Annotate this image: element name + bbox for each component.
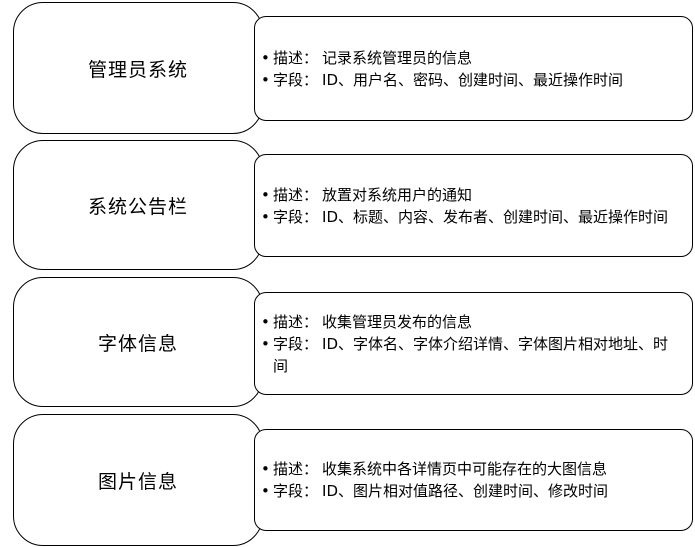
description-text: 收集系统中各详情页中可能存在的大图信息: [322, 460, 608, 478]
description-line: • 描述：收集系统中各详情页中可能存在的大图信息: [261, 458, 682, 480]
fields-text: ID、图片相对值路径、创建时间、修改时间: [322, 482, 608, 500]
bullet-icon: •: [261, 48, 270, 67]
entity-box: 字体信息: [13, 277, 263, 407]
entity-title: 系统公告栏: [87, 195, 188, 218]
description-line: • 描述：收集管理员发布的信息: [261, 311, 682, 333]
fields-line: • 字段：ID、字体名、字体介绍详情、字体图片相对地址、时间: [261, 333, 682, 377]
entity-box: 系统公告栏: [13, 140, 263, 270]
entity-title: 图片信息: [97, 470, 178, 493]
description-label: 描述：: [273, 185, 319, 204]
fields-line: • 字段：ID、图片相对值路径、创建时间、修改时间: [261, 480, 682, 502]
bullet-icon: •: [261, 70, 270, 89]
entity-detail-box: • 描述：放置对系统用户的通知 • 字段：ID、标题、内容、发布者、创建时间、最…: [254, 154, 693, 257]
bullet-icon: •: [261, 185, 270, 204]
entity-box: 图片信息: [13, 414, 263, 546]
entity-row-admin-system: 管理员系统 • 描述：记录系统管理员的信息 • 字段：ID、用户名、密码、创建时…: [0, 2, 695, 134]
entity-row-font-info: 字体信息 • 描述：收集管理员发布的信息 • 字段：ID、字体名、字体介绍详情、…: [0, 277, 695, 407]
entity-box: 管理员系统: [13, 2, 263, 134]
fields-line: • 字段：ID、标题、内容、发布者、创建时间、最近操作时间: [261, 206, 682, 228]
entity-row-image-info: 图片信息 • 描述：收集系统中各详情页中可能存在的大图信息 • 字段：ID、图片…: [0, 414, 695, 546]
description-line: • 描述：放置对系统用户的通知: [261, 184, 682, 206]
description-label: 描述：: [273, 48, 319, 67]
description-text: 收集管理员发布的信息: [322, 312, 473, 331]
fields-label: 字段：: [273, 334, 319, 353]
description-label: 描述：: [273, 312, 319, 331]
entity-detail-box: • 描述：收集系统中各详情页中可能存在的大图信息 • 字段：ID、图片相对值路径…: [254, 429, 693, 531]
entity-title: 管理员系统: [87, 58, 188, 81]
fields-label: 字段：: [273, 482, 319, 500]
fields-text: ID、标题、内容、发布者、创建时间、最近操作时间: [322, 207, 668, 226]
entity-row-system-notice-board: 系统公告栏 • 描述：放置对系统用户的通知 • 字段：ID、标题、内容、发布者、…: [0, 140, 695, 270]
fields-label: 字段：: [273, 207, 319, 226]
description-label: 描述：: [273, 460, 319, 478]
bullet-icon: •: [261, 312, 270, 331]
fields-label: 字段：: [273, 70, 319, 89]
description-text: 放置对系统用户的通知: [322, 185, 473, 204]
entity-detail-box: • 描述：收集管理员发布的信息 • 字段：ID、字体名、字体介绍详情、字体图片相…: [254, 292, 693, 395]
fields-line: • 字段：ID、用户名、密码、创建时间、最近操作时间: [261, 69, 682, 91]
bullet-icon: •: [261, 207, 270, 226]
description-line: • 描述：记录系统管理员的信息: [261, 47, 682, 69]
fields-text: ID、用户名、密码、创建时间、最近操作时间: [322, 70, 623, 89]
bullet-icon: •: [261, 334, 270, 353]
bullet-icon: •: [261, 482, 270, 500]
entity-title: 字体信息: [97, 332, 178, 355]
fields-text: ID、字体名、字体介绍详情、字体图片相对地址、时间: [273, 334, 668, 375]
bullet-icon: •: [261, 460, 270, 478]
description-text: 记录系统管理员的信息: [322, 48, 473, 67]
entity-detail-box: • 描述：记录系统管理员的信息 • 字段：ID、用户名、密码、创建时间、最近操作…: [254, 16, 693, 121]
